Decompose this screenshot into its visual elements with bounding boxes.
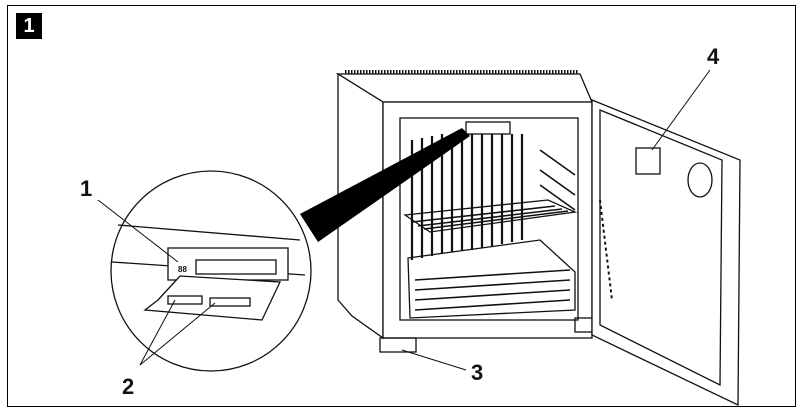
fridge-door (591, 99, 741, 407)
detail-circle: 88 (110, 170, 312, 372)
figure-number-badge: 1 (16, 13, 42, 39)
display-readout: 88 (178, 265, 187, 274)
zoom-wedge (300, 128, 470, 242)
callout-4: 4 (707, 44, 720, 69)
fridge-body (335, 70, 598, 353)
leader-lines (97, 69, 711, 371)
callout-1: 1 (80, 176, 93, 201)
callout-3: 3 (471, 360, 484, 385)
adjustable-foot (379, 337, 417, 353)
door-component (635, 147, 661, 175)
figure-frame (7, 5, 796, 407)
callout-2: 2 (122, 374, 135, 399)
